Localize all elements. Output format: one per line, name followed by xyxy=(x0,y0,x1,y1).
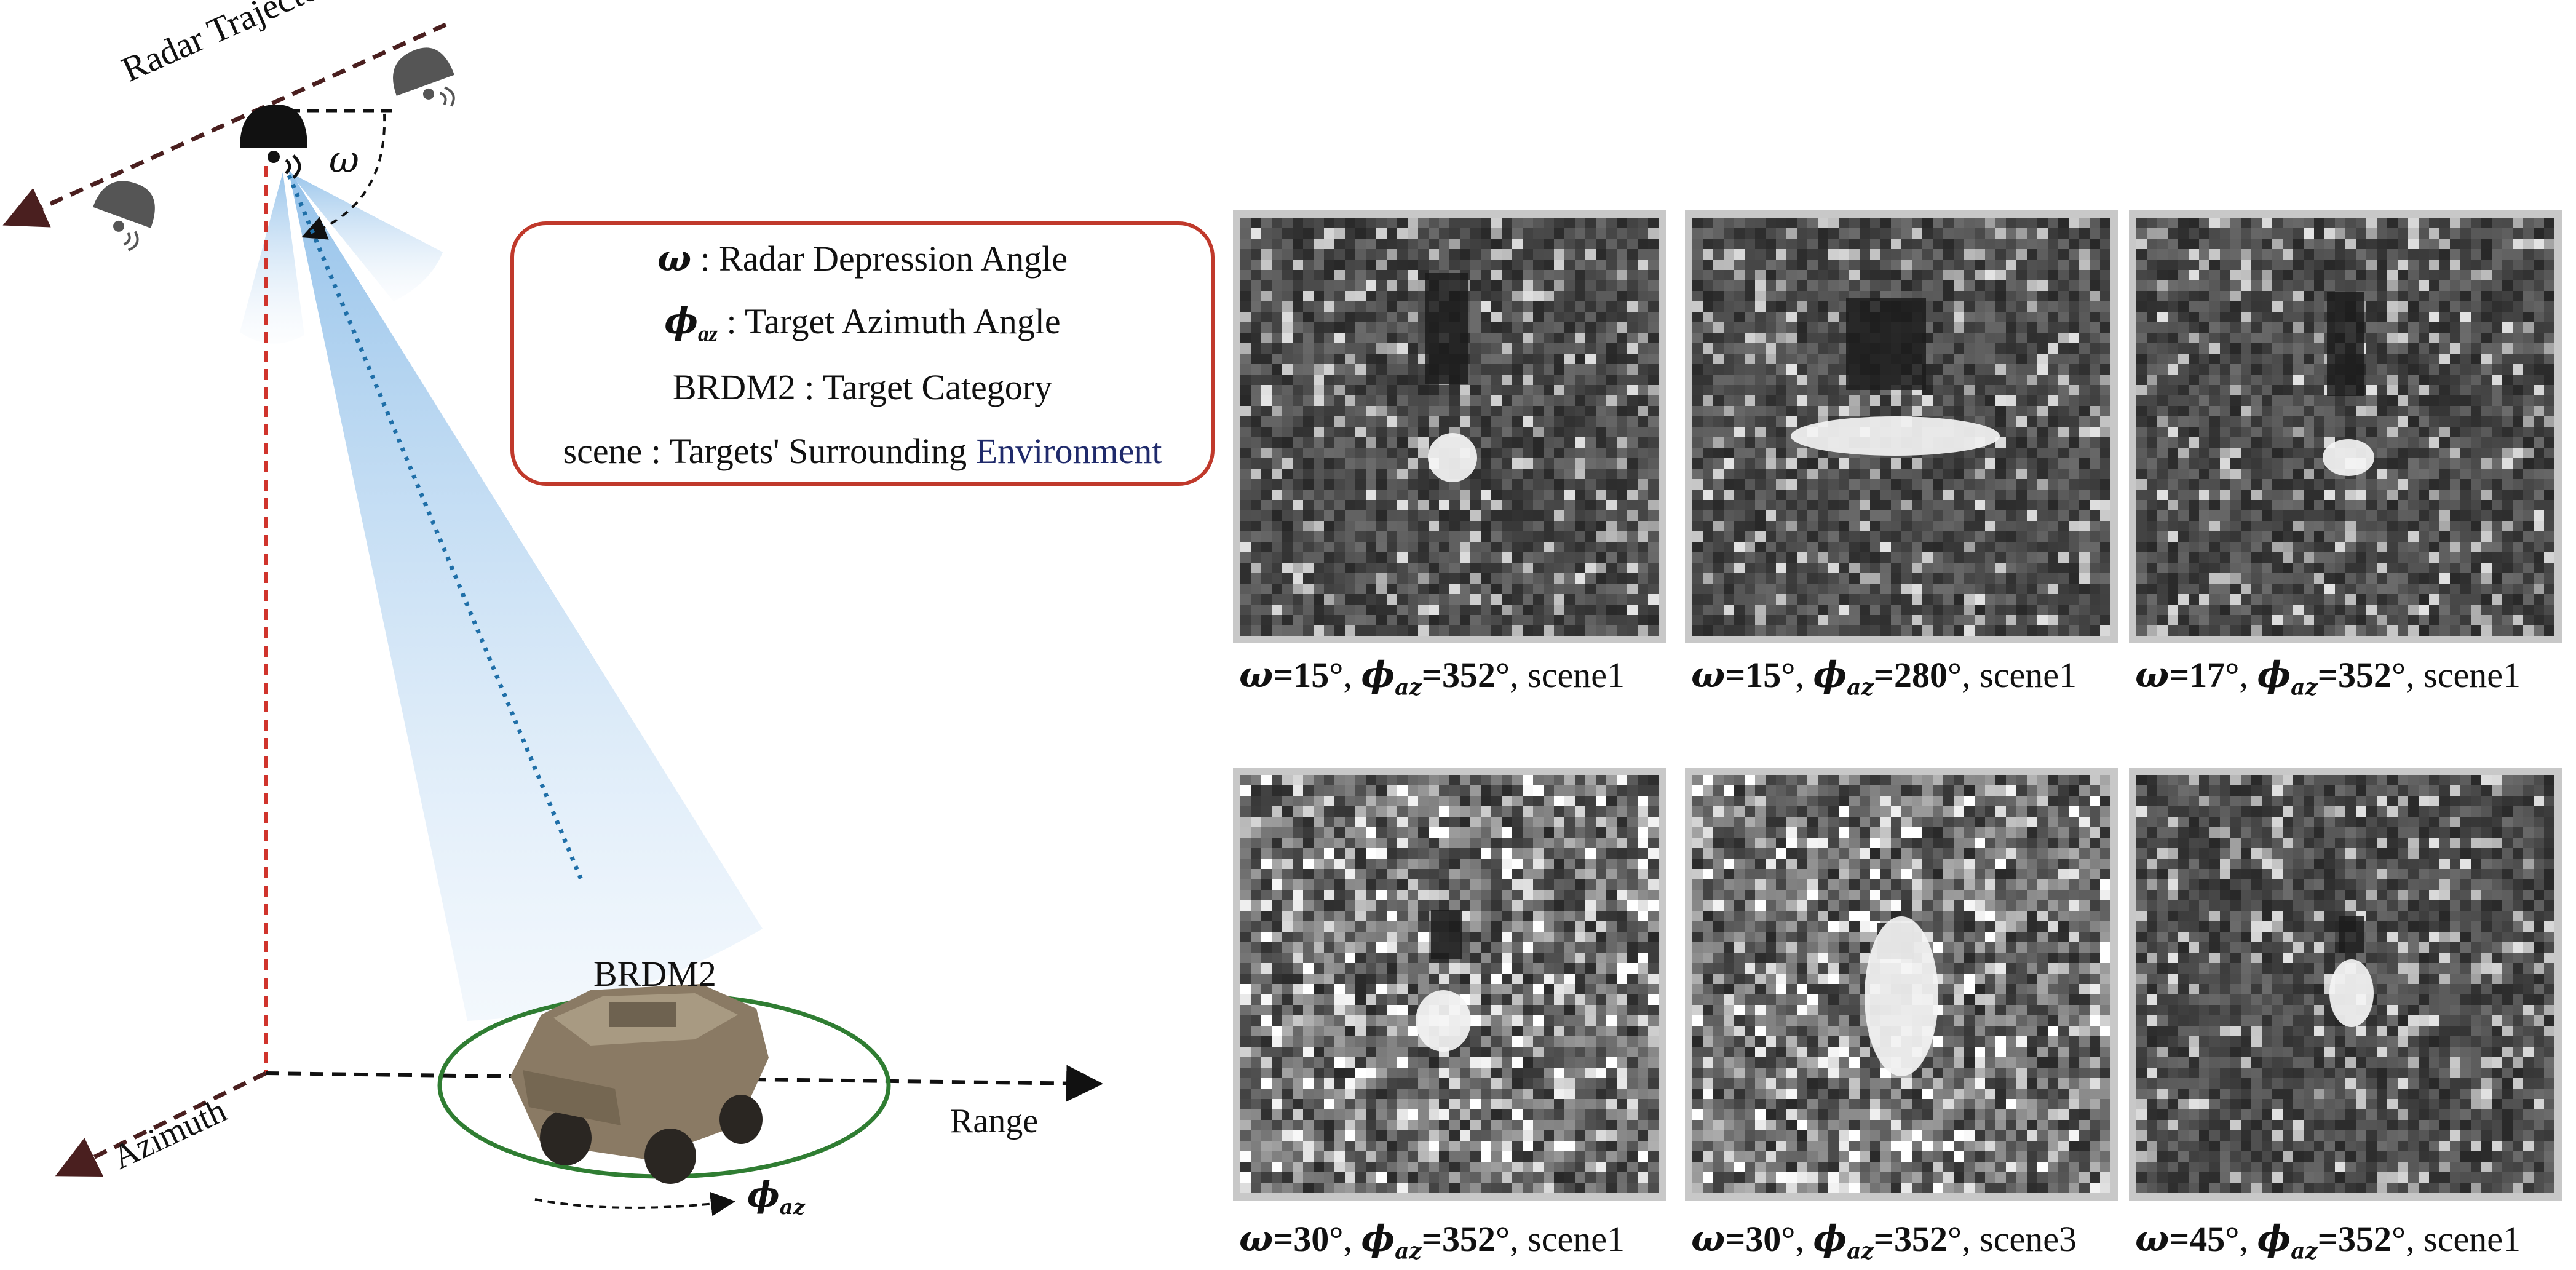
omega-label: ω xyxy=(329,138,359,181)
phi-value: 352° xyxy=(1441,1219,1510,1259)
omega-symbol: ω xyxy=(1691,654,1726,696)
phi-rotation-arrow xyxy=(534,1191,735,1216)
panel-caption: ω=30°, ϕaz=352°, scene3 xyxy=(1691,1218,2077,1264)
phi-label: ϕaz xyxy=(747,1178,805,1218)
sar-image-panel xyxy=(2129,768,2562,1201)
sar-speckle xyxy=(1692,775,2110,1193)
radar-geometry-diagram xyxy=(2,22,1103,1216)
sar-speckle xyxy=(2136,218,2554,636)
target-return xyxy=(2329,959,2374,1027)
legend-symbol: ϕ xyxy=(664,300,698,342)
target-shadow xyxy=(1425,273,1468,384)
side-beam-right xyxy=(289,172,443,301)
omega-symbol: ω xyxy=(1239,654,1274,696)
phi-symbol: ϕ xyxy=(1813,654,1847,696)
omega-value: 15° xyxy=(1745,655,1796,695)
target-shadow xyxy=(1431,910,1462,959)
legend-text: BRDM2 : Target Category xyxy=(672,367,1053,407)
target-return xyxy=(1791,416,2000,456)
panel-caption: ω=17°, ϕaz=352°, scene1 xyxy=(2135,654,2521,700)
omega-value: 30° xyxy=(1745,1219,1796,1259)
radar-trajectory-line xyxy=(2,22,447,228)
side-beam-left xyxy=(240,172,304,344)
brdm2-vehicle xyxy=(510,984,769,1184)
phi-value: 352° xyxy=(1441,655,1510,695)
legend-row-category: BRDM2 : Target Category xyxy=(514,367,1211,408)
phi-value: 352° xyxy=(2337,655,2406,695)
phi-subscript: az xyxy=(1847,1238,1874,1264)
panel-caption: ω=15°, ϕaz=280°, scene1 xyxy=(1691,654,2077,700)
phi-subscript: az xyxy=(1847,674,1874,700)
sar-image-panel xyxy=(1685,210,2118,643)
omega-value: 15° xyxy=(1293,655,1344,695)
phi-value: 280° xyxy=(1893,655,1962,695)
phi-symbol: ϕ xyxy=(2257,1218,2291,1260)
sar-speckle xyxy=(1240,218,1659,636)
omega-symbol: ω xyxy=(2135,1218,2170,1260)
legend-text: scene : Targets' Surrounding xyxy=(563,431,976,471)
scene-value: scene1 xyxy=(2423,655,2521,695)
sar-speckle xyxy=(1240,775,1659,1193)
sar-image-panel xyxy=(1233,768,1666,1201)
scene-value: scene1 xyxy=(1980,655,2077,695)
scene-value: scene3 xyxy=(1980,1219,2077,1259)
legend-text: : Target Azimuth Angle xyxy=(717,301,1061,341)
panel-caption: ω=45°, ϕaz=352°, scene1 xyxy=(2135,1218,2521,1264)
phi-subscript: az xyxy=(2291,1238,2318,1264)
legend-env-text: Environment xyxy=(975,431,1162,471)
phi-symbol: ϕ xyxy=(1361,1218,1395,1260)
target-return xyxy=(1865,916,1938,1076)
panel-caption: ω=30°, ϕaz=352°, scene1 xyxy=(1239,1218,1625,1264)
scene-value: scene1 xyxy=(2423,1219,2521,1259)
phi-subscript: az xyxy=(1395,674,1422,700)
omega-value: 45° xyxy=(2189,1219,2240,1259)
azimuth-axis xyxy=(55,1071,267,1177)
phi-subscript: az xyxy=(2291,674,2318,700)
phi-value: 352° xyxy=(1893,1219,1962,1259)
legend-row-phi: ϕaz : Target Azimuth Angle xyxy=(514,300,1211,347)
omega-value: 30° xyxy=(1293,1219,1344,1259)
legend-row-scene: scene : Targets' Surrounding Environment xyxy=(514,431,1211,472)
target-shadow xyxy=(2339,916,2364,953)
main-beam xyxy=(288,167,763,1021)
sar-image-panel xyxy=(2129,210,2562,643)
legend-row-omega: ω : Radar Depression Angle xyxy=(514,237,1211,279)
phi-subscript: az xyxy=(1395,1238,1422,1264)
target-shadow xyxy=(2327,292,2364,396)
phi-subscript: az xyxy=(779,1195,806,1220)
target-return xyxy=(1416,990,1471,1052)
scene-value: scene1 xyxy=(1528,1219,1625,1259)
legend-symbol: ω xyxy=(657,237,692,279)
sar-image-panel xyxy=(1233,210,1666,643)
legend-subscript: az xyxy=(697,321,718,346)
target-shadow xyxy=(1846,298,1926,390)
sar-speckle xyxy=(1692,218,2110,636)
radar-icon-current xyxy=(240,105,307,179)
phi-symbol: ϕ xyxy=(1361,654,1395,696)
phi-symbol: ϕ xyxy=(2257,654,2291,696)
legend-text: : Radar Depression Angle xyxy=(691,239,1068,279)
radar-icon-next xyxy=(93,181,155,252)
omega-symbol: ω xyxy=(2135,654,2170,696)
scene-value: scene1 xyxy=(1528,655,1625,695)
legend-box: ω : Radar Depression Angle ϕaz : Target … xyxy=(510,221,1215,486)
phi-value: 352° xyxy=(2337,1219,2406,1259)
target-return xyxy=(1428,433,1477,482)
range-label: Range xyxy=(950,1102,1039,1140)
target-return xyxy=(2323,439,2374,476)
phi-symbol: ϕ xyxy=(747,1175,780,1215)
omega-symbol: ω xyxy=(1239,1218,1274,1260)
radar-icon-previous xyxy=(393,47,455,107)
phi-symbol: ϕ xyxy=(1813,1218,1847,1260)
omega-symbol: ω xyxy=(1691,1218,1726,1260)
sar-speckle xyxy=(2136,775,2554,1193)
panel-caption: ω=15°, ϕaz=352°, scene1 xyxy=(1239,654,1625,700)
omega-value: 17° xyxy=(2189,655,2240,695)
target-label: BRDM2 xyxy=(593,954,716,994)
sar-image-panel xyxy=(1685,768,2118,1201)
